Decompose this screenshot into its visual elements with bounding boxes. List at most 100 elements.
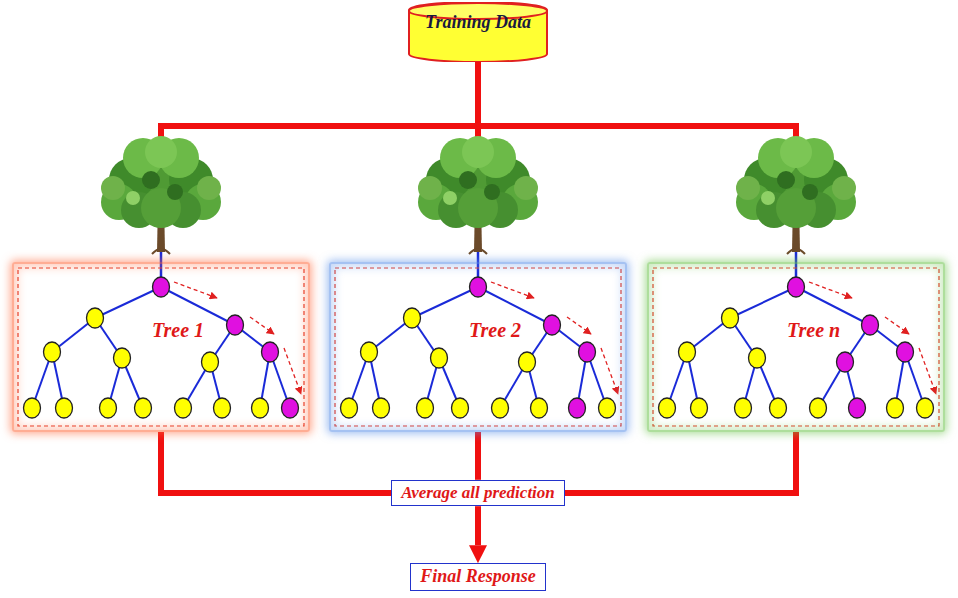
foliage xyxy=(462,136,494,168)
tree-node xyxy=(722,308,739,328)
tree-node xyxy=(341,398,358,418)
tree-node xyxy=(749,348,766,368)
tree-node xyxy=(659,398,676,418)
tree-node xyxy=(735,398,752,418)
tree-node xyxy=(100,398,117,418)
tree-node xyxy=(544,315,561,335)
foliage xyxy=(167,184,183,200)
tree-node xyxy=(917,398,934,418)
dashed-frame xyxy=(335,268,621,426)
decision-path-arrow xyxy=(601,348,618,394)
foliage xyxy=(736,176,760,200)
tree-node xyxy=(531,398,548,418)
foliage xyxy=(514,176,538,200)
decision-path-arrow xyxy=(567,317,591,334)
cylinder-body xyxy=(409,2,547,62)
tree-node xyxy=(849,398,866,418)
tree-node xyxy=(202,352,219,372)
tree-node xyxy=(788,277,805,297)
tree-node xyxy=(862,315,879,335)
tree-illustration xyxy=(18,136,304,426)
dashed-frame xyxy=(653,268,939,426)
data-cylinder: Training Data xyxy=(408,2,548,62)
connector xyxy=(565,432,796,493)
tree-node xyxy=(153,277,170,297)
connector xyxy=(161,432,391,493)
tree-node xyxy=(519,352,536,372)
decision-path-arrow xyxy=(885,317,909,334)
foliage xyxy=(101,176,125,200)
tree-node xyxy=(135,398,152,418)
tree-node xyxy=(691,398,708,418)
tree-roots xyxy=(787,249,805,254)
tree-node xyxy=(887,398,904,418)
tree-node xyxy=(837,352,854,372)
foliage xyxy=(761,191,775,205)
tree-node xyxy=(87,308,104,328)
decision-path-arrow xyxy=(919,348,936,394)
tree-roots xyxy=(152,249,170,254)
tree-node xyxy=(569,398,586,418)
tree-node xyxy=(361,342,378,362)
tree-label: Tree n xyxy=(787,318,840,342)
foliage xyxy=(780,136,812,168)
connector xyxy=(478,62,796,262)
tree-node xyxy=(262,342,279,362)
tree-node xyxy=(214,398,231,418)
node-text: Training Data xyxy=(408,12,548,34)
node-text: Final Response xyxy=(420,566,536,588)
foliage xyxy=(443,191,457,205)
foliage xyxy=(418,176,442,200)
tree-node xyxy=(252,398,269,418)
tree-node xyxy=(452,398,469,418)
process-box: Final Response xyxy=(410,563,546,591)
decision-path-arrow xyxy=(809,282,852,298)
tree-node xyxy=(417,398,434,418)
tree-node xyxy=(810,398,827,418)
decision-path-arrow xyxy=(491,282,534,298)
tree-branch xyxy=(730,287,796,318)
tree-node xyxy=(114,348,131,368)
process-box: Average all prediction xyxy=(391,480,565,506)
foliage xyxy=(197,176,221,200)
tree-node xyxy=(897,342,914,362)
tree-node xyxy=(492,398,509,418)
decision-path-arrow xyxy=(284,348,301,394)
foliage xyxy=(145,136,177,168)
tree-label: Tree 1 xyxy=(152,318,204,342)
tree-node xyxy=(175,398,192,418)
tree-node xyxy=(56,398,73,418)
foliage xyxy=(484,184,500,200)
tree-illustration xyxy=(653,136,939,426)
foliage xyxy=(832,176,856,200)
foliage xyxy=(142,171,160,189)
tree-panel: Tree n xyxy=(647,262,945,432)
tree-node xyxy=(282,398,299,418)
connector xyxy=(161,62,478,262)
tree-illustration xyxy=(335,136,621,426)
tree-node xyxy=(470,277,487,297)
tree-node xyxy=(24,398,41,418)
tree-panel: Tree 2 xyxy=(329,262,627,432)
tree-node xyxy=(44,342,61,362)
tree-label: Tree 2 xyxy=(469,318,521,342)
decision-path-arrow xyxy=(174,282,217,298)
connector xyxy=(475,506,481,545)
dashed-frame xyxy=(18,268,304,426)
node-text: Average all prediction xyxy=(401,483,555,503)
tree-node xyxy=(679,342,696,362)
tree-node xyxy=(599,398,616,418)
tree-roots xyxy=(469,249,487,254)
foliage xyxy=(126,191,140,205)
connector xyxy=(475,432,481,480)
tree-node xyxy=(227,315,244,335)
tree-branch xyxy=(412,287,478,318)
tree-node xyxy=(431,348,448,368)
foliage xyxy=(777,171,795,189)
tree-node xyxy=(770,398,787,418)
tree-node xyxy=(579,342,596,362)
tree-panel: Tree 1 xyxy=(12,262,310,432)
